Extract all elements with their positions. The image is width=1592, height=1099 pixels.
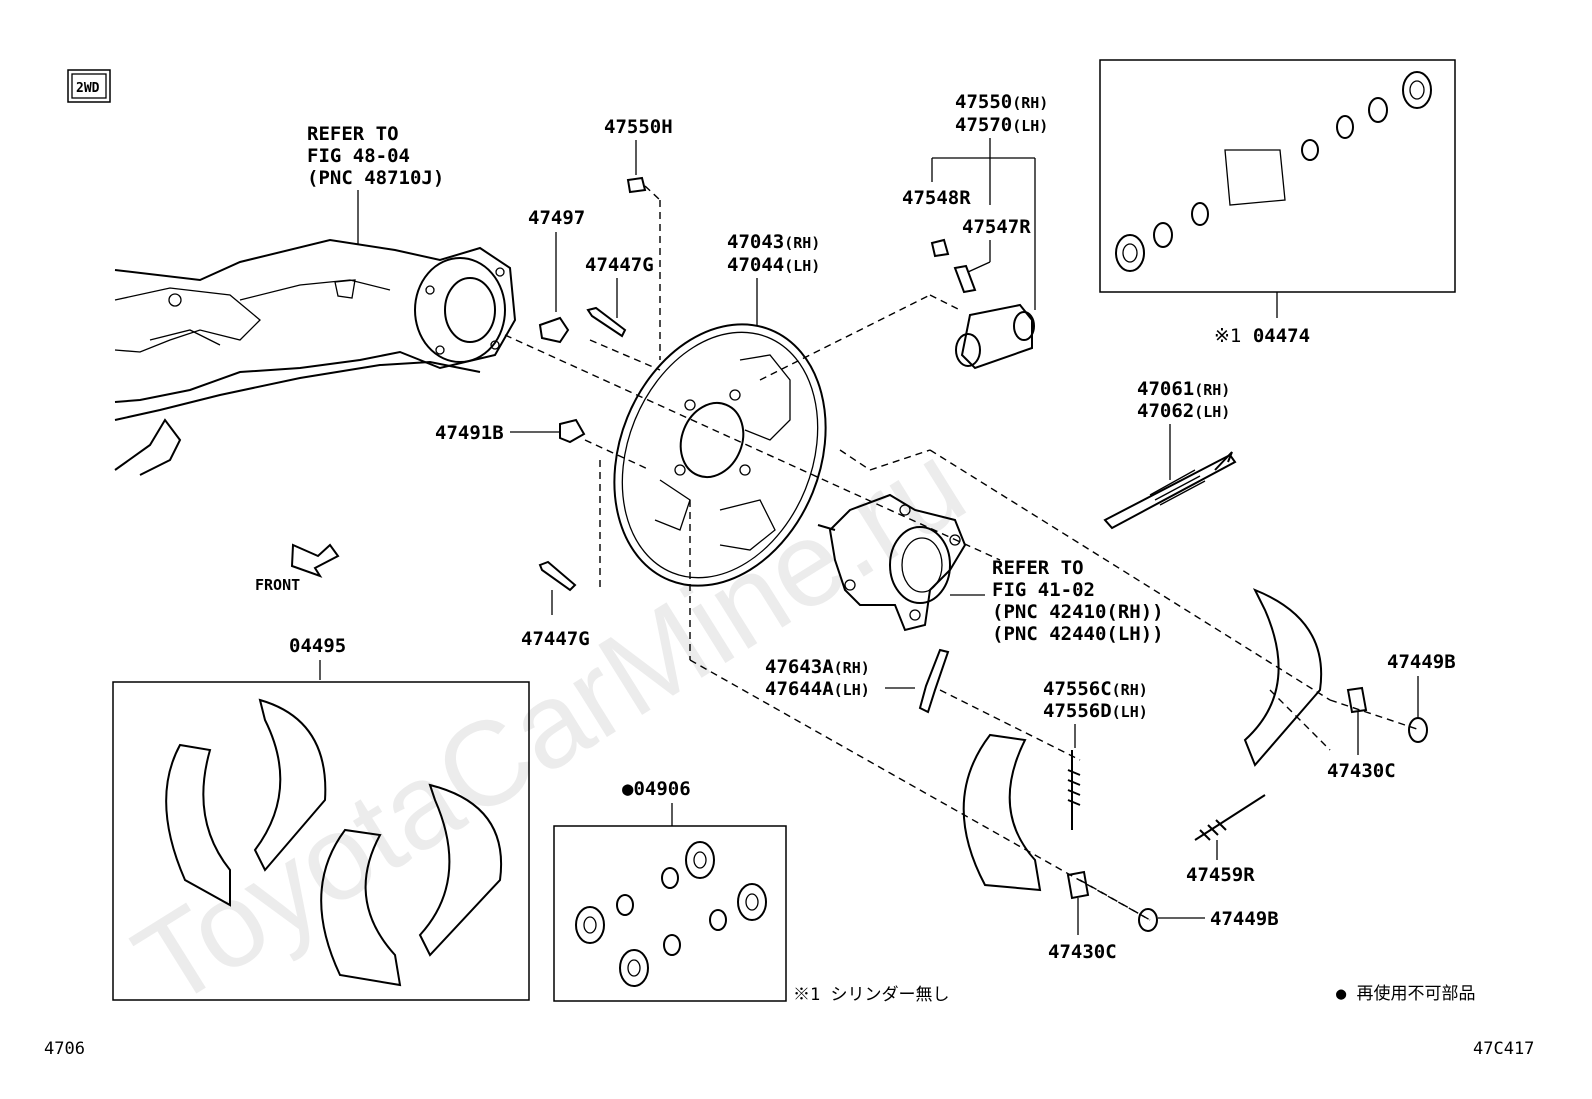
- part-04495: 04495: [112, 635, 530, 1001]
- part-47430C-bottom-label: 47430C: [1048, 941, 1117, 963]
- svg-text:47643A(RH): 47643A(RH): [765, 656, 870, 678]
- part-47459R: 47459R: [1186, 794, 1266, 886]
- part-47644A-side: (LH): [834, 681, 870, 699]
- part-47497: 47497: [528, 207, 585, 344]
- part-04495-label: 04495: [289, 635, 346, 657]
- part-47044-code: 47044: [727, 254, 784, 276]
- part-47556C-code: 47556C: [1043, 678, 1112, 700]
- svg-text:47044(LH): 47044(LH): [727, 254, 820, 276]
- part-47644A-code: 47644A: [765, 678, 834, 700]
- part-47430C-bottom: 47430C: [1048, 870, 1117, 963]
- part-47548R-label: 47548R: [902, 187, 971, 209]
- part-47547R-label: 47547R: [962, 216, 1031, 238]
- axle-beam-drawing: [114, 238, 517, 476]
- right-shoe-drawing: [1243, 588, 1323, 767]
- svg-text:※1 04474: ※1 04474: [1214, 325, 1310, 347]
- svg-text:47061(RH): 47061(RH): [1137, 378, 1230, 400]
- axle-ref-line2: FIG 48-04: [307, 145, 410, 167]
- hub-ref: REFER TO FIG 41-02 (PNC 42410(RH)) (PNC …: [950, 557, 1164, 645]
- part-04474: ※1 04474: [1099, 59, 1456, 347]
- part-47550H: 47550H: [604, 116, 673, 201]
- part-47556D-side: (LH): [1112, 703, 1148, 721]
- hub-ref-line4: (PNC 42440(LH)): [992, 623, 1164, 645]
- hub-drawing: [817, 493, 967, 632]
- part-04474-code: 04474: [1253, 325, 1310, 347]
- part-47061-code: 47061: [1137, 378, 1194, 400]
- legend-text: 再使用不可部品: [1357, 983, 1476, 1004]
- part-47447G-top: 47447G: [585, 254, 654, 338]
- part-47491B-label: 47491B: [435, 422, 504, 444]
- svg-text:47556D(LH): 47556D(LH): [1043, 700, 1148, 722]
- kit-04906-box: [553, 825, 787, 1002]
- figure-code: 47C417: [1473, 1039, 1534, 1059]
- part-47061-side: (RH): [1194, 381, 1230, 399]
- part-47043-code: 47043: [727, 231, 784, 253]
- part-47459R-label: 47459R: [1186, 864, 1255, 886]
- part-47497-label: 47497: [528, 207, 585, 229]
- part-47550H-label: 47550H: [604, 116, 673, 138]
- hub-ref-line1: REFER TO: [992, 557, 1084, 579]
- part-47491B: 47491B: [435, 418, 586, 444]
- part-47556D-code: 47556D: [1043, 700, 1112, 722]
- svg-text:47570(LH): 47570(LH): [955, 114, 1048, 136]
- part-47062-side: (LH): [1194, 403, 1230, 421]
- hub-ref-line2: FIG 41-02: [992, 579, 1095, 601]
- svg-text:47644A(LH): 47644A(LH): [765, 678, 870, 700]
- part-47043-side: (RH): [784, 234, 820, 252]
- part-47449B-bottom-label: 47449B: [1210, 908, 1279, 930]
- part-47449B-right: 47449B: [1387, 651, 1456, 743]
- part-47447G-top-label: 47447G: [585, 254, 654, 276]
- front-arrow: FRONT: [255, 543, 340, 594]
- assembly-lines: [504, 200, 1421, 921]
- part-47643A-side: (RH): [834, 659, 870, 677]
- drive-tag-text: 2WD: [76, 81, 100, 96]
- part-47044-side: (LH): [784, 257, 820, 275]
- part-47447G-bottom: 47447G: [521, 560, 590, 650]
- part-47643A-47644A: 47643A(RH) 47644A(LH): [765, 648, 950, 714]
- part-47449B-right-label: 47449B: [1387, 651, 1456, 673]
- part-47556C-side: (RH): [1112, 681, 1148, 699]
- part-04906: ●04906: [553, 778, 787, 1002]
- part-47061-47062: 47061(RH) 47062(LH): [1103, 378, 1237, 530]
- hub-ref-line3: (PNC 42410(RH)): [992, 601, 1164, 623]
- page-number: 4706: [44, 1039, 85, 1059]
- svg-text:47550(RH): 47550(RH): [955, 91, 1048, 113]
- part-47062-code: 47062: [1137, 400, 1194, 422]
- axle-ref-line1: REFER TO: [307, 123, 399, 145]
- lower-shoe-drawing: [962, 733, 1042, 892]
- part-47550-code: 47550: [955, 91, 1012, 113]
- footnote: ※1 シリンダー無し: [793, 985, 949, 1005]
- part-04906-code: 04906: [633, 778, 690, 800]
- part-47570-code: 47570: [955, 114, 1012, 136]
- part-47570-side: (LH): [1012, 117, 1048, 135]
- part-47449B-bottom: 47449B: [1138, 908, 1279, 932]
- svg-text:47062(LH): 47062(LH): [1137, 400, 1230, 422]
- kit-04474-box: [1099, 59, 1456, 293]
- svg-text:47556C(RH): 47556C(RH): [1043, 678, 1148, 700]
- axle-ref-line3: (PNC 48710J): [307, 167, 444, 189]
- part-47550-47570: 47550(RH) 47570(LH): [931, 91, 1048, 370]
- part-47447G-bottom-label: 47447G: [521, 628, 590, 650]
- part-04906-mark: ●: [622, 778, 634, 800]
- drive-tag: 2WD: [67, 69, 111, 103]
- legend: ● 再使用不可部品: [1336, 983, 1476, 1004]
- legend-bullet: ●: [1336, 984, 1347, 1004]
- part-47430C-right: 47430C: [1327, 686, 1396, 782]
- part-47550-side: (RH): [1012, 94, 1048, 112]
- axle-ref: REFER TO FIG 48-04 (PNC 48710J): [307, 123, 444, 245]
- svg-text:● 再使用不可部品: ● 再使用不可部品: [1336, 983, 1476, 1004]
- backing-plate-drawing: [613, 323, 827, 587]
- part-47556C-47556D: 47556C(RH) 47556D(LH): [1043, 678, 1148, 830]
- part-47547R: 47547R: [953, 216, 1031, 294]
- part-47643A-code: 47643A: [765, 656, 834, 678]
- svg-text:●04906: ●04906: [622, 778, 691, 800]
- kit-04495-box: [112, 681, 530, 1001]
- part-04474-mark: ※1: [1214, 325, 1241, 347]
- part-47043-47044: 47043(RH) 47044(LH): [727, 231, 820, 325]
- svg-text:47043(RH): 47043(RH): [727, 231, 820, 253]
- part-47548R: 47548R: [902, 187, 971, 258]
- front-label: FRONT: [255, 576, 300, 594]
- part-47430C-right-label: 47430C: [1327, 760, 1396, 782]
